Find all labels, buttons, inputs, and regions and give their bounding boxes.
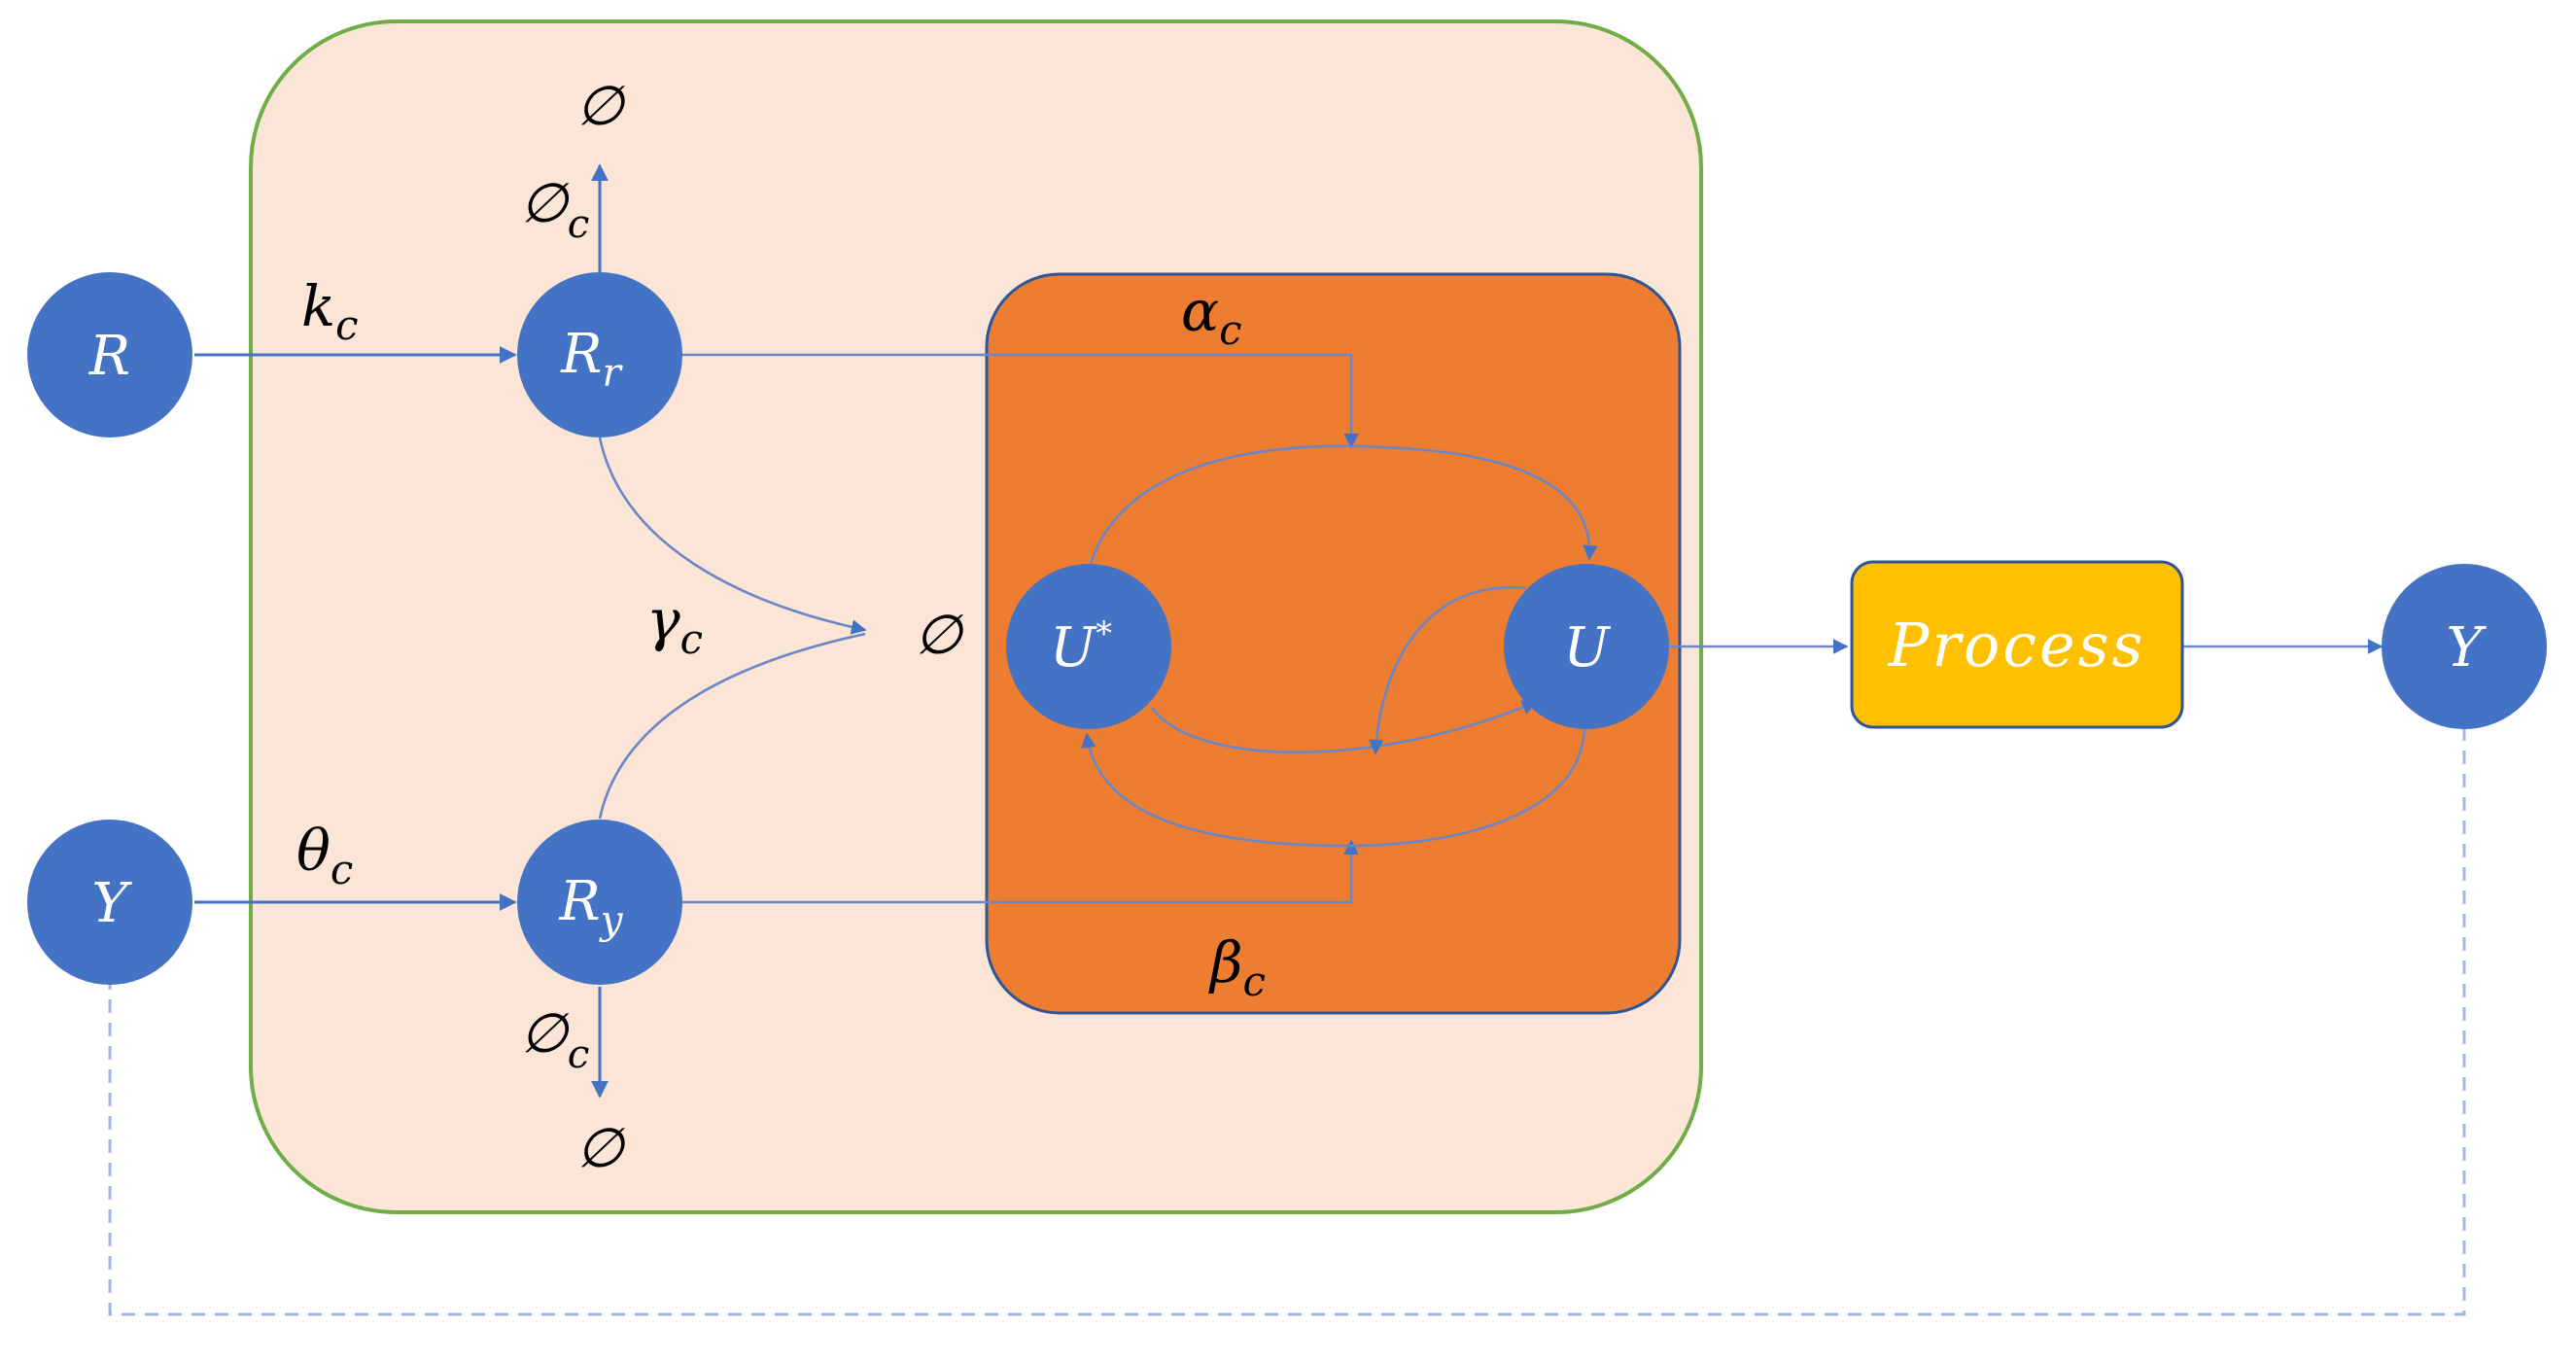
label-alpha-c: αc: [1181, 278, 1242, 354]
node-Ry-sub: y: [599, 897, 624, 943]
edge-Rr-annihilate: [598, 437, 867, 635]
edge-U-feedback-mid: [1368, 585, 1527, 755]
node-Ustar: U*: [1006, 564, 1171, 729]
label-null-top: ∅: [576, 75, 626, 138]
svg-text:U*: U*: [1050, 614, 1112, 680]
node-Y-output: Y: [2382, 564, 2547, 729]
label-null-mid: ∅: [915, 604, 964, 667]
node-R-input: R: [27, 272, 192, 437]
label-kc: kc: [301, 273, 359, 349]
node-U: U: [1504, 564, 1669, 729]
node-Y-input: Y: [27, 820, 192, 985]
label-theta-c: θc: [296, 818, 353, 893]
svg-text:Y: Y: [2447, 616, 2488, 680]
node-Ry-main: R: [559, 870, 601, 933]
feedback-dashed-line: [108, 727, 2466, 1316]
node-Rr-main: R: [560, 323, 602, 386]
svg-text:Rr: Rr: [560, 323, 623, 396]
node-Y-input-label: Y: [92, 872, 133, 935]
edge-Ustar-to-U-mid: [1150, 700, 1538, 754]
annihilation-box: [985, 272, 1682, 1015]
node-U-label: U: [1563, 616, 1611, 680]
node-Y-output-label: Y: [2447, 616, 2488, 680]
edge-Ry-annihilate: [598, 632, 866, 820]
edge-U-to-Ustar-bottom: [1081, 728, 1586, 848]
label-phi-c-bottom: ∅c: [520, 1002, 589, 1077]
process-label: Process: [1888, 610, 2146, 681]
node-Ustar-main: U: [1050, 616, 1097, 680]
label-phi-c-top: ∅c: [520, 172, 589, 247]
svg-text:Ry: Ry: [559, 870, 624, 943]
label-beta-c: βc: [1208, 929, 1266, 1005]
process-block: Process: [1850, 560, 2184, 729]
svg-text:R: R: [88, 325, 130, 388]
node-Rr-sub: r: [602, 350, 623, 396]
edge-Ustar-to-U-top: [1089, 444, 1598, 565]
label-gamma-c: γc: [646, 587, 703, 663]
node-Ustar-sup: *: [1096, 614, 1112, 652]
svg-text:U: U: [1563, 616, 1611, 680]
node-Ry: Ry: [517, 820, 682, 985]
edge-Rr-to-alpha: [680, 353, 1359, 449]
node-Rr: Rr: [517, 272, 682, 437]
svg-text:Process: Process: [1888, 610, 2146, 681]
node-R-input-label: R: [88, 325, 130, 388]
label-null-bottom: ∅: [576, 1117, 626, 1180]
svg-text:Y: Y: [92, 872, 133, 935]
edge-Ry-to-beta: [680, 839, 1359, 904]
